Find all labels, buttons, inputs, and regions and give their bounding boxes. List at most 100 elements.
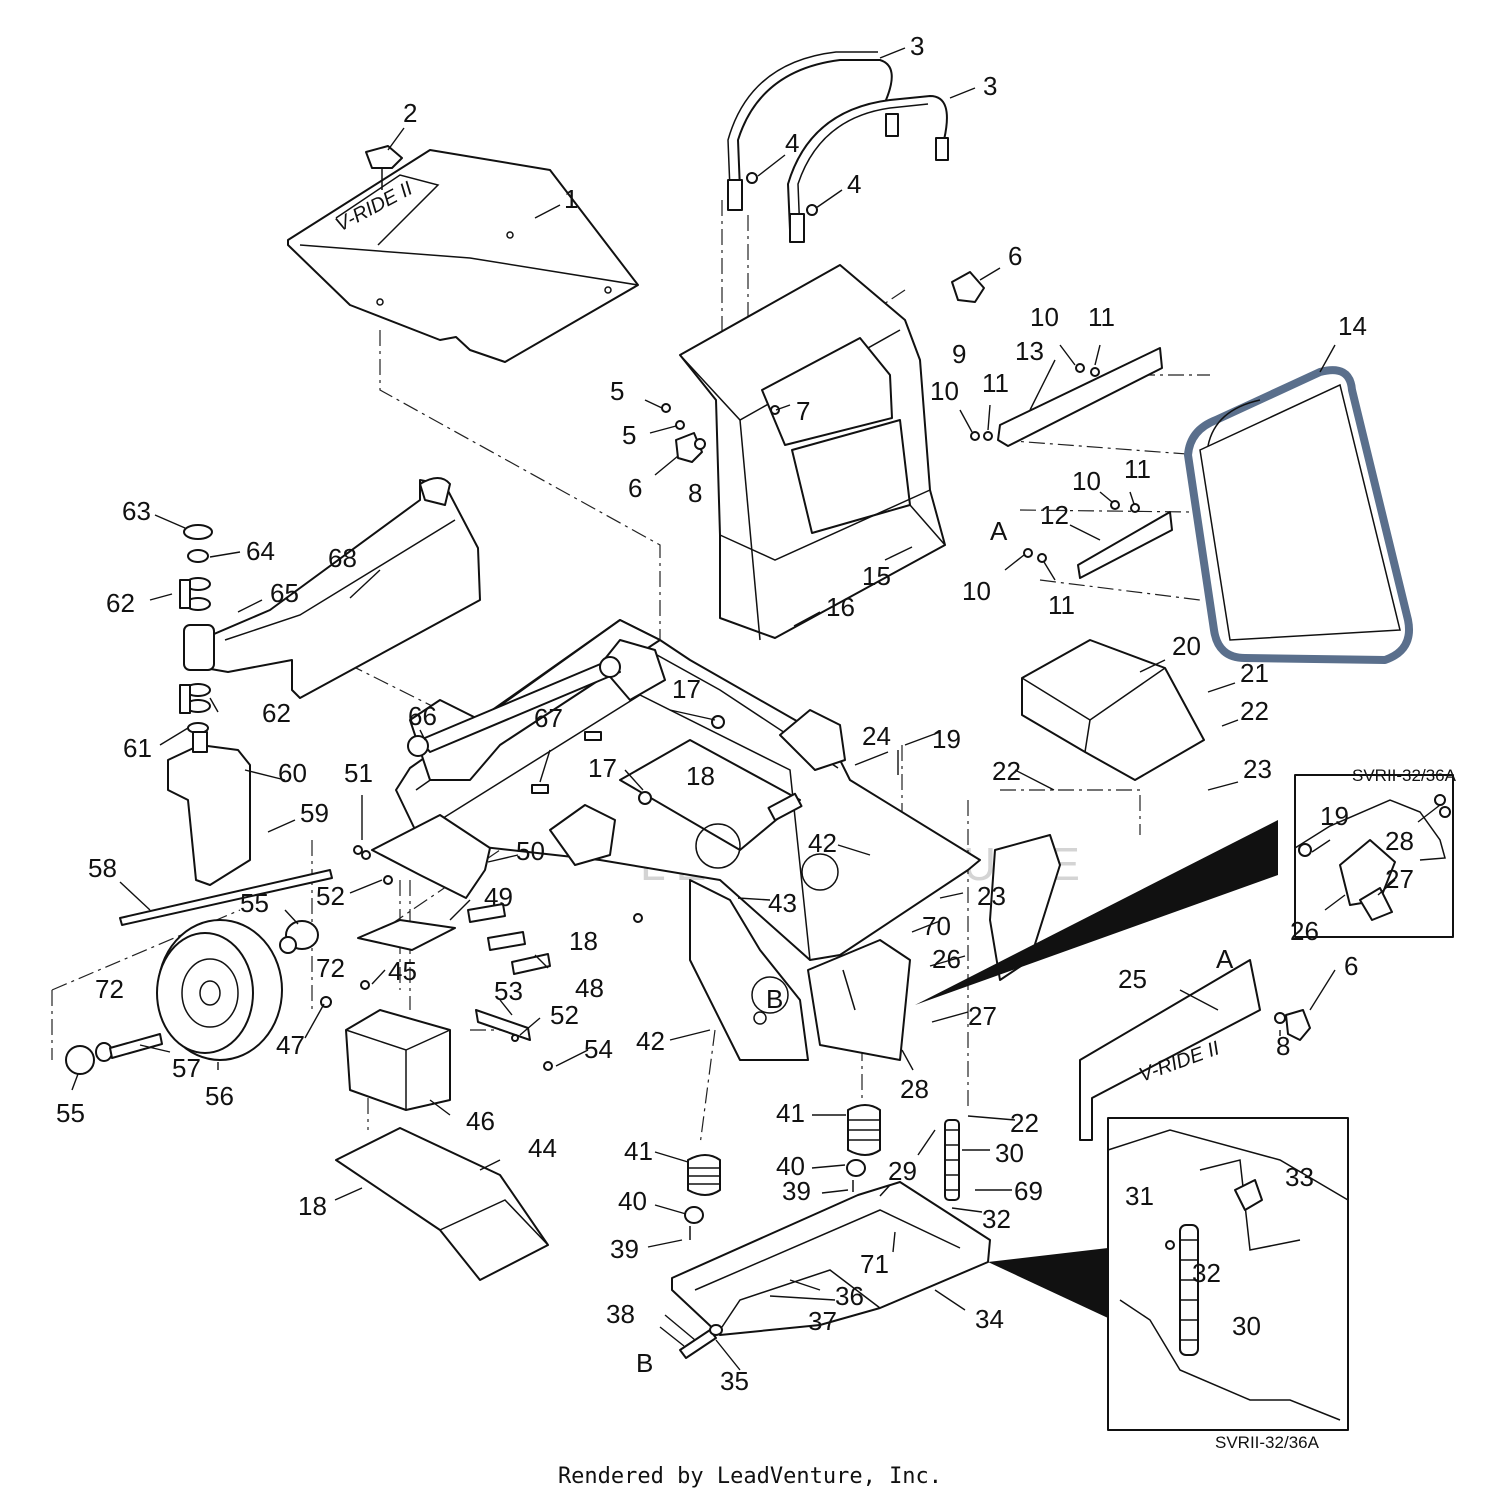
callout-26: 26 <box>932 944 961 974</box>
callout-52: 52 <box>316 881 345 911</box>
callout-71: 71 <box>860 1249 889 1279</box>
small-fasteners <box>694 405 1286 1024</box>
callout-23: 23 <box>977 881 1006 911</box>
callout-12: 12 <box>1040 500 1069 530</box>
bearings-stack <box>179 524 213 734</box>
callout-42: 42 <box>636 1026 665 1056</box>
console-tower-part9 <box>679 264 946 641</box>
spacers <box>65 920 319 1075</box>
callout-66: 66 <box>408 701 437 731</box>
seat-washers <box>970 363 1140 563</box>
callout-17: 17 <box>672 674 701 704</box>
callout-63: 63 <box>122 496 151 526</box>
callout-48: 48 <box>575 973 604 1003</box>
callout-6: 6 <box>1344 951 1358 981</box>
callout-1: 1 <box>564 184 578 214</box>
floor-pan-part1: V-RIDE II <box>287 149 639 363</box>
callout-4: 4 <box>847 169 861 199</box>
callout-72: 72 <box>316 953 345 983</box>
caster-arm-part68 <box>199 477 481 699</box>
callout-2: 2 <box>403 98 417 128</box>
callout-19: 19 <box>932 724 961 754</box>
callout-5: 5 <box>622 420 636 450</box>
spring-part30 <box>944 1119 960 1201</box>
callout-55: 55 <box>240 888 269 918</box>
seat-bracket-part12 <box>1077 511 1173 579</box>
callout-50: 50 <box>516 836 545 866</box>
callout-10: 10 <box>930 376 959 406</box>
battery-box-part46 <box>345 1009 451 1111</box>
callout-29: 29 <box>888 1156 917 1186</box>
screws-part5 <box>661 403 685 430</box>
callout-19: 19 <box>1320 801 1349 831</box>
leader-lines <box>71 47 1441 1371</box>
callout-32: 32 <box>1192 1258 1221 1288</box>
callout-17: 17 <box>588 753 617 783</box>
ref-letter-a: A <box>1216 944 1234 974</box>
callout-9: 9 <box>952 339 966 369</box>
knob-part2 <box>365 145 403 190</box>
callout-62: 62 <box>106 588 135 618</box>
callout-41: 41 <box>776 1098 805 1128</box>
callout-67: 67 <box>534 703 563 733</box>
strap-part53 <box>475 1009 531 1041</box>
callout-54: 54 <box>584 1034 613 1064</box>
inset-pointer-top <box>915 820 1278 1005</box>
nuts-part4 <box>746 172 818 216</box>
callout-35: 35 <box>720 1366 749 1396</box>
callout-68: 68 <box>328 543 357 573</box>
callout-47: 47 <box>276 1030 305 1060</box>
callout-34: 34 <box>975 1304 1004 1334</box>
seat-bracket-part13 <box>997 347 1163 447</box>
callout-25: 25 <box>1118 964 1147 994</box>
wheel-part56 <box>156 919 283 1061</box>
callout-7: 7 <box>796 396 810 426</box>
callout-41: 41 <box>624 1136 653 1166</box>
callout-10: 10 <box>1072 466 1101 496</box>
callout-55: 55 <box>56 1098 85 1128</box>
callout-28: 28 <box>900 1074 929 1104</box>
callout-46: 46 <box>466 1106 495 1136</box>
callout-44: 44 <box>528 1133 557 1163</box>
callout-10: 10 <box>962 576 991 606</box>
callout-45: 45 <box>388 956 417 986</box>
callout-18: 18 <box>298 1191 327 1221</box>
axle-bolt-part58 <box>119 869 333 926</box>
callout-18: 18 <box>569 926 598 956</box>
springs-part41 <box>684 1104 881 1240</box>
callout-58: 58 <box>88 853 117 883</box>
callout-60: 60 <box>278 758 307 788</box>
callout-69: 69 <box>1014 1176 1043 1206</box>
inset-top <box>1294 774 1454 938</box>
callout-39: 39 <box>782 1176 811 1206</box>
callout-42: 42 <box>808 828 837 858</box>
grommets-part17 <box>638 715 725 805</box>
callout-22: 22 <box>1240 696 1269 726</box>
callout-11: 11 <box>982 368 1009 398</box>
callout-56: 56 <box>205 1081 234 1111</box>
footer-credit: Rendered by LeadVenture, Inc. <box>557 1464 943 1489</box>
strips-part48 <box>467 903 551 975</box>
callout-6: 6 <box>628 473 642 503</box>
battery-cover-part50 <box>371 814 491 899</box>
lift-shaft <box>407 656 621 757</box>
inset-label-bottom: SVRII-32/36A <box>1215 1433 1320 1452</box>
callout-65: 65 <box>270 578 299 608</box>
pivot-pin-part35 <box>679 1324 723 1359</box>
ref-letter-a: A <box>990 516 1008 546</box>
callout-labels: 1 2 3 3 4 4 5 5 6 6 6 7 8 8 9 10 10 10 1… <box>56 31 1414 1396</box>
callout-14: 14 <box>1338 311 1367 341</box>
pivot-tube <box>183 624 215 671</box>
callout-15: 15 <box>862 561 891 591</box>
battery-pad-part49 <box>357 919 456 951</box>
reference-letters: A A B B <box>636 516 1234 1378</box>
callout-62: 62 <box>262 698 291 728</box>
callout-4: 4 <box>785 128 799 158</box>
shield-part25: V-RIDE II <box>1079 959 1261 1141</box>
callout-11: 11 <box>1088 302 1115 332</box>
callout-30: 30 <box>1232 1311 1261 1341</box>
callout-27: 27 <box>968 1001 997 1031</box>
callout-33: 33 <box>1285 1162 1314 1192</box>
callout-3: 3 <box>910 31 924 61</box>
callout-22: 22 <box>992 756 1021 786</box>
